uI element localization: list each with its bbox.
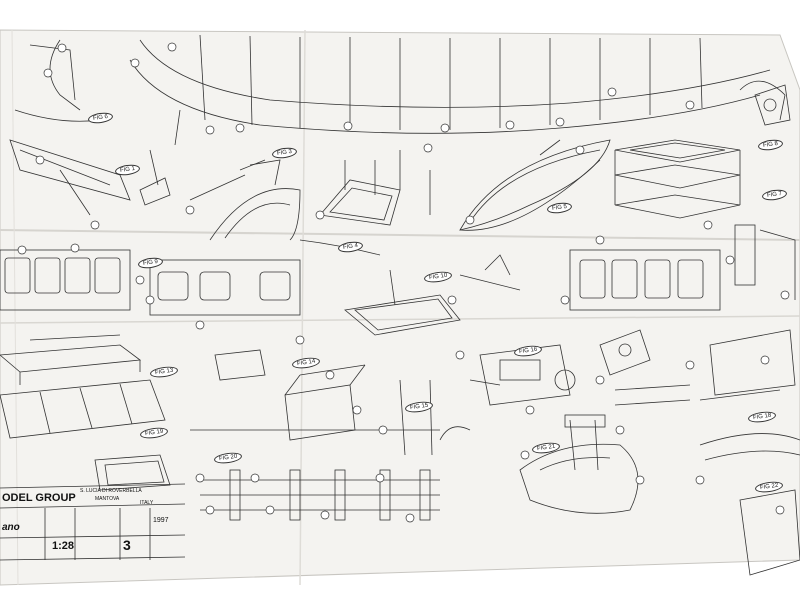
right-panel-drawing <box>569 224 796 311</box>
fig9-panel-drawing <box>0 249 301 316</box>
part-number-markers <box>17 42 790 523</box>
fig8-drawing <box>754 84 791 126</box>
fig18-drawing <box>614 329 796 406</box>
company-name: ODEL GROUP <box>2 492 76 504</box>
year-text: 1997 <box>153 517 169 524</box>
fig21-drawing <box>519 414 639 514</box>
fig20-rail-drawing <box>190 429 440 521</box>
hull-profile-drawing <box>14 34 786 146</box>
sheet-number: 3 <box>123 537 131 553</box>
fig7-plates-drawing <box>614 139 741 219</box>
fig22-drawing <box>699 433 800 576</box>
title-block-frame <box>0 483 186 561</box>
fig16b-drawing <box>599 329 651 376</box>
fig15-drawing <box>399 379 471 456</box>
fig19-drawing <box>0 379 171 491</box>
fig5-dinghy-drawing <box>459 139 611 231</box>
scale-text: 1:28 <box>52 540 75 552</box>
model-name-fragment: ano <box>2 522 20 533</box>
country-name: ITALY <box>140 500 154 506</box>
address-line: S. LUCIA DI ROVERBELLA <box>80 488 142 494</box>
fig13-drawing <box>0 334 142 385</box>
fig1-drawing <box>9 139 171 216</box>
fig3-drawing <box>189 159 301 241</box>
city-name: MANTOVA <box>95 496 120 502</box>
fig10-drawing <box>344 254 521 336</box>
